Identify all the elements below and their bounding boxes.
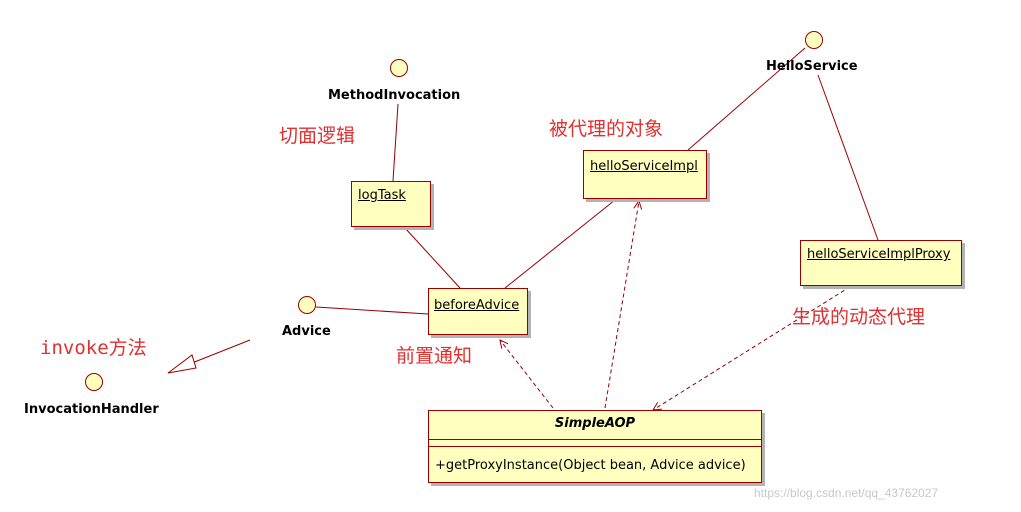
invocationhandler-interface-icon	[85, 373, 103, 391]
link-helloservice-proxy	[817, 74, 879, 241]
note-before-notice: 前置通知	[396, 345, 473, 367]
advice-label: Advice	[282, 324, 331, 339]
helloservice-interface-icon	[805, 31, 823, 49]
logtask-name: logTask	[358, 188, 406, 203]
beforeadvice-object: beforeAdvice	[428, 288, 528, 335]
helloserviceimpl-object: helloServiceImpl	[583, 150, 707, 199]
link-advice-invocationhandler	[191, 339, 251, 364]
invocationhandler-label: InvocationHandler	[24, 402, 159, 417]
helloserviceimplproxy-object: helloServiceImplProxy	[800, 240, 962, 286]
link-helloservice-helloserviceimpl	[687, 47, 806, 151]
link-logtask-beforeadvice	[404, 227, 461, 289]
methodinvocation-interface-icon	[390, 59, 408, 77]
beforeadvice-name: beforeAdvice	[434, 298, 520, 313]
simpleaop-title: SimpleAOP	[554, 416, 636, 431]
simpleaop-divider	[429, 439, 761, 440]
note-generated-proxy: 生成的动态代理	[792, 306, 926, 328]
dep-simpleaop-helloserviceimpl	[604, 201, 639, 409]
methodinvocation-label: MethodInvocation	[328, 88, 461, 103]
link-helloserviceimpl-beforeadvice	[504, 199, 616, 289]
logtask-object: logTask	[351, 181, 431, 227]
note-invoke-method: invoke方法	[40, 337, 147, 359]
generalization-triangle	[167, 354, 197, 374]
link-advice-beforeadvice	[315, 306, 429, 315]
simpleaop-operation: +getProxyInstance(Object bean, Advice ad…	[435, 458, 746, 473]
helloservice-label: HelloService	[766, 59, 858, 74]
dep-proxy-simpleaop	[653, 267, 881, 410]
dep-simpleaop-beforeadvice	[500, 340, 554, 409]
advice-interface-icon	[298, 296, 316, 314]
helloserviceimplproxy-name: helloServiceImplProxy	[807, 247, 951, 262]
helloserviceimpl-name: helloServiceImpl	[590, 159, 698, 174]
simpleaop-class: SimpleAOP +getProxyInstance(Object bean,…	[428, 410, 762, 483]
note-proxied-object: 被代理的对象	[549, 118, 664, 140]
simpleaop-divider-2	[429, 446, 761, 447]
watermark: https://blog.csdn.net/qq_43762027	[754, 486, 939, 500]
link-methodinvocation-logtask	[392, 103, 399, 182]
note-aspect-logic: 切面逻辑	[279, 125, 356, 147]
